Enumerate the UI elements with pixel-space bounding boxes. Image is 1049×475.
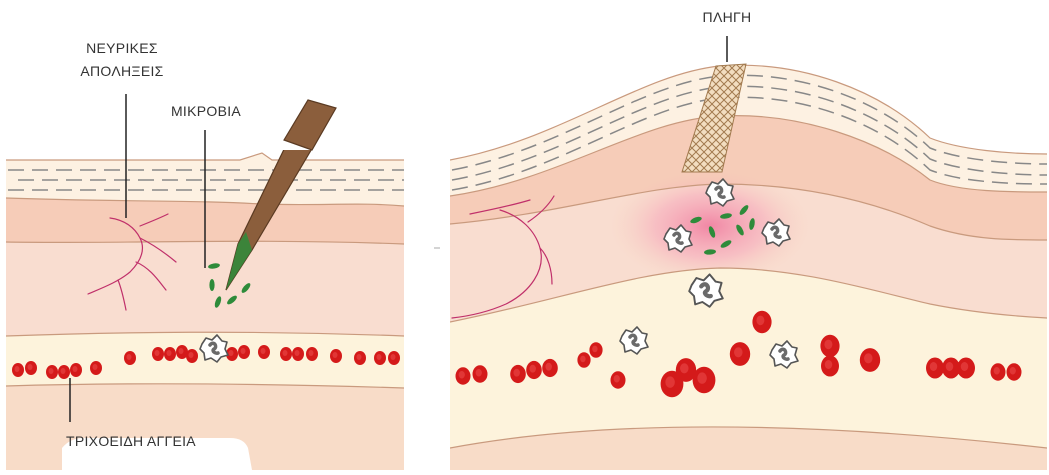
capillaries-label: ΤΡΙΧΟΕΙΔΗ ΑΓΓΕΙΑ bbox=[66, 433, 196, 449]
microbes-label: ΜΙΚΡΟΒΙΑ bbox=[171, 103, 241, 119]
right-panel bbox=[450, 40, 1047, 470]
splinter-top bbox=[284, 100, 336, 150]
wound-label: ΠΛΗΓΗ bbox=[703, 9, 752, 25]
nerve-endings-label-2: ΑΠΟΛΗΞΕΙΣ bbox=[80, 63, 163, 79]
nerve-endings-label: ΝΕΥΡΙΚΕΣ bbox=[86, 40, 158, 56]
